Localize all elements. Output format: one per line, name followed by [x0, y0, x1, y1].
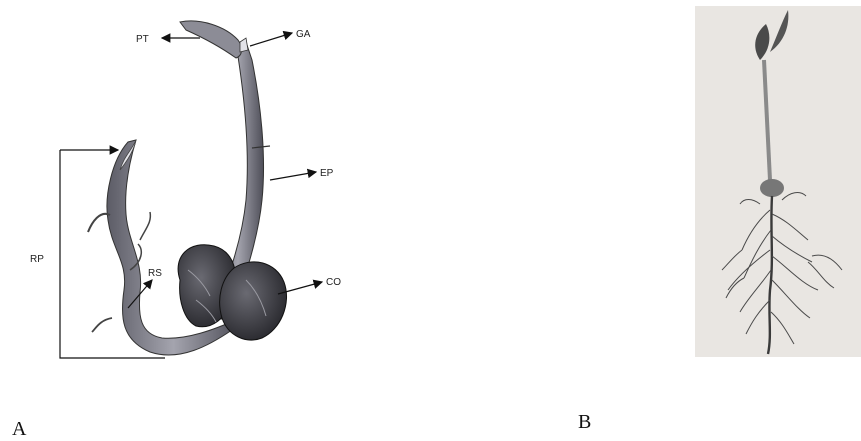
panel-b-seedling-photo	[695, 6, 861, 357]
label-pt: PT	[136, 34, 149, 45]
ga-arrow	[250, 33, 292, 46]
ep-arrow	[270, 172, 316, 180]
cotyledon-right	[220, 262, 287, 340]
label-rp: RP	[30, 254, 44, 265]
panel-b-letter: B	[578, 411, 591, 434]
label-ep: EP	[320, 168, 334, 179]
growing-apex	[240, 38, 248, 52]
primary-root	[107, 140, 240, 355]
label-ga: GA	[296, 29, 311, 40]
lateral-root-4	[92, 318, 112, 332]
plumule-leaf	[180, 21, 242, 58]
label-co: CO	[326, 277, 341, 288]
lateral-root-2	[140, 212, 150, 240]
panel-a-letter: A	[12, 418, 26, 441]
label-rs: RS	[148, 268, 162, 279]
lateral-root-1	[88, 214, 110, 232]
photo-cotyledons	[760, 179, 784, 197]
panel-a-seedling-illustration: PT GA EP RP RS CO	[30, 21, 341, 358]
